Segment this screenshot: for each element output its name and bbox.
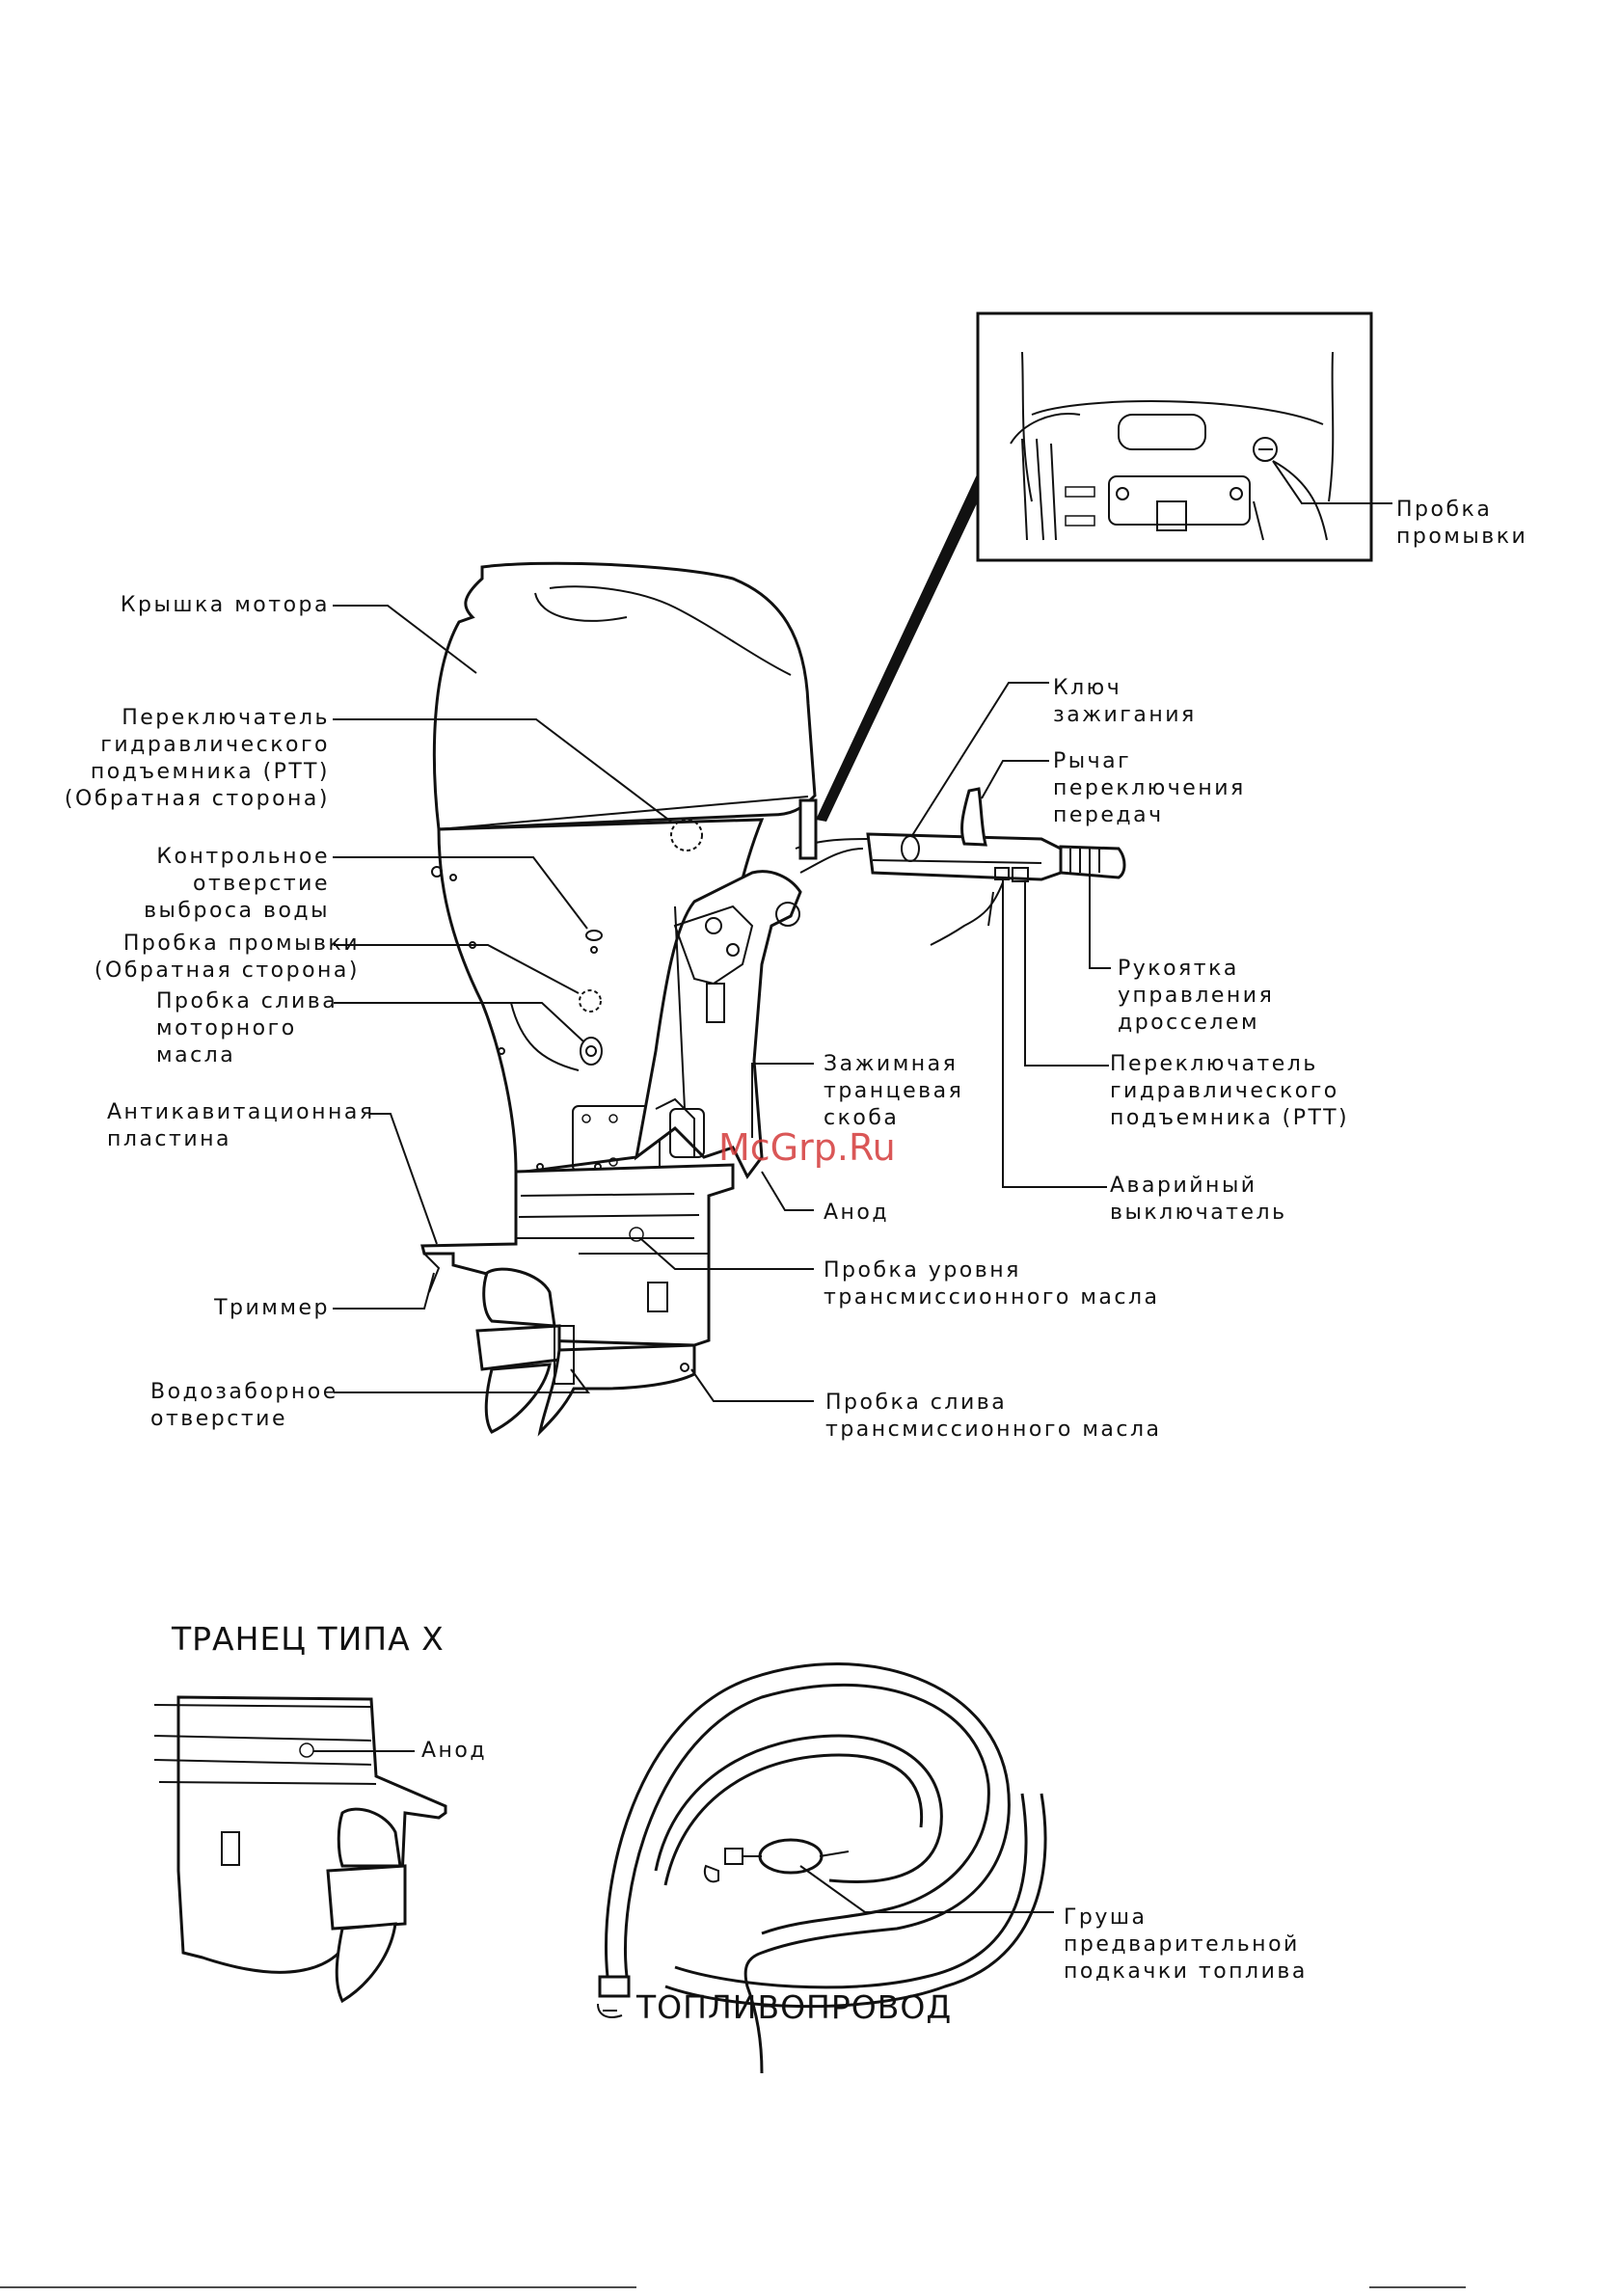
label-water-check-hole: Контрольное отверстие выброса воды [144,845,330,923]
flush-plug-inset [976,311,1373,562]
label-gear-oil-drain: Пробка слива трансмиссионного масла [825,1391,1162,1442]
label-ignition-key: Ключ зажигания [1053,676,1197,727]
transom-clamp-bracket [634,870,802,1179]
label-throttle-grip: Рукоятка управления дросселем [1118,957,1275,1035]
label-water-intake: Водозаборное отверстие [150,1380,338,1431]
leader-lines [313,460,1392,1913]
heading-fuel-line: ТОПЛИВОПРОВОД [636,1988,953,2026]
tiller-handle [795,787,1126,946]
label-primer-bulb: Груша предварительной подкачки топлива [1064,1905,1308,1984]
label-ptt-switch-back: Переключатель гидравлического подъемника… [64,706,330,811]
label-ptt-switch: Переключатель гидравлического подъемника… [1110,1052,1350,1130]
label-anode: Анод [824,1201,890,1225]
label-stop-switch: Аварийный выключатель [1110,1174,1287,1225]
label-gear-oil-level: Пробка уровня трансмиссионного масла [824,1258,1160,1310]
label-motor-cover: Крышка мотора [120,593,330,617]
label-anode-x-transom: Анод [421,1739,488,1763]
label-clamp-bracket: Зажимная транцевая скоба [824,1052,964,1130]
x-transom-gearcase [153,1695,447,2004]
label-flush-plug-inset: Пробка промывки [1396,498,1528,549]
heading-x-transom: ТРАНЕЦ ТИПА X [172,1620,445,1658]
label-shift-lever: Рычаг переключения передач [1053,749,1246,827]
fuel-line-hose [597,1662,1047,2074]
label-flush-plug-back: Пробка промывки (Обратная сторона) [94,932,360,983]
label-engine-oil-drain: Пробка слива моторного масла [156,989,338,1067]
label-trim-tab: Триммер [214,1296,330,1320]
watermark: McGrp.Ru [718,1126,896,1169]
label-anticavitation-plate: Антикавитационная пластина [107,1100,375,1151]
inset-pointer-wedge [816,473,978,822]
